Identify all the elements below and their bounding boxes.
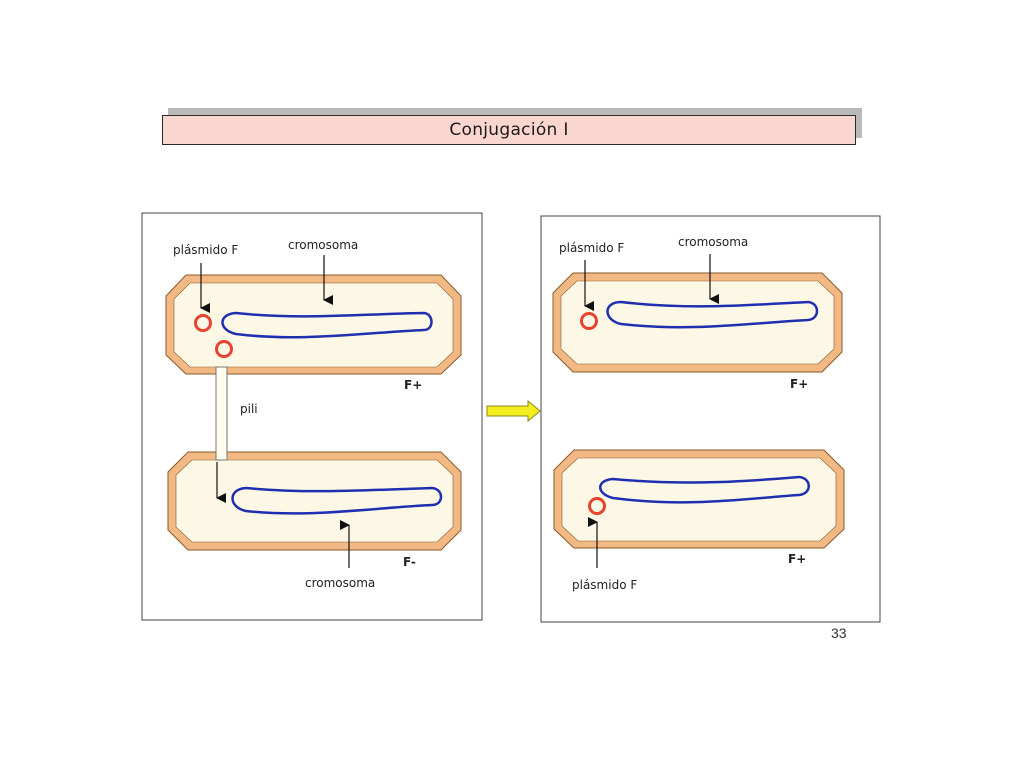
cytoplasm — [175, 459, 454, 543]
title-banner: Conjugación I — [162, 115, 856, 145]
plasmid-label: plásmido F — [572, 578, 637, 592]
plasmid-label: plásmido F — [173, 243, 238, 257]
plasmid-f — [580, 312, 598, 330]
chromosome-label: cromosoma — [288, 238, 358, 252]
pili-label: pili — [240, 402, 258, 416]
chromosome — [599, 475, 810, 504]
left-donor-cell — [165, 274, 462, 375]
transition-arrow — [486, 399, 541, 423]
cell-type-label: F+ — [404, 378, 422, 392]
pilus-bridge — [215, 366, 228, 461]
left-panel-frame — [141, 212, 483, 621]
plasmid-f — [588, 497, 606, 515]
chromosome — [606, 300, 819, 329]
page-number: 33 — [831, 625, 847, 641]
chromosome-label: cromosoma — [678, 235, 748, 249]
plasmid-f-copy — [215, 340, 233, 358]
cell-type-label: F+ — [790, 377, 808, 391]
cytoplasm — [560, 280, 835, 365]
cell-type-label: F- — [403, 555, 416, 569]
chromosome-label: cromosoma — [305, 576, 375, 590]
plasmid-label: plásmido F — [559, 241, 624, 255]
chromosome — [231, 486, 443, 515]
cytoplasm — [173, 282, 454, 368]
cell-type-label: F+ — [788, 552, 806, 566]
chromosome — [221, 311, 433, 339]
slide-title: Conjugación I — [449, 120, 569, 140]
right-top-cell — [552, 272, 843, 373]
left-recipient-cell — [167, 451, 462, 551]
plasmid-f — [194, 314, 212, 332]
right-bottom-cell — [553, 449, 845, 549]
